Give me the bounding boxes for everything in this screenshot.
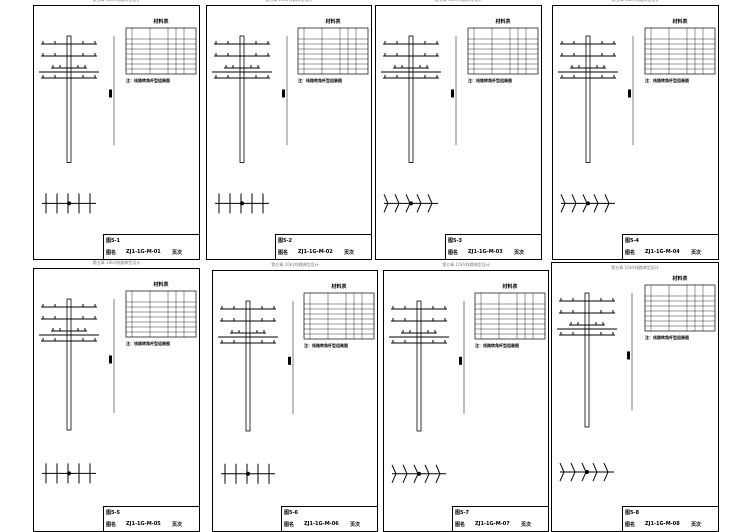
drawing-sheet: 第五章 10kV线路典型设计 材料表 注：线路转角杆型组装图 图5-6 图名 Z… [212, 262, 378, 532]
drawing-note: 注：线路转角杆型组装图 [475, 343, 519, 348]
sheet-header: 第五章 10kV线路典型设计 [92, 260, 141, 265]
page-label: 页次 [691, 522, 702, 528]
drawing-code: ZJ1-1G-M-03 [468, 249, 503, 255]
figure-name-label: 图名 [106, 250, 117, 256]
figure-name-label: 图名 [278, 250, 289, 256]
title-block: 图5-1 图名 ZJ1-1G-M-01 页次 [103, 234, 199, 259]
material-table-title: 材料表 [502, 284, 518, 290]
sheet-header: 第五章 10kV线路典型设计 [442, 262, 490, 267]
drawing-note: 注：线路转角杆型组装图 [126, 78, 170, 83]
drawing-code: ZJ1-1G-M-01 [126, 249, 161, 255]
figure-name-label: 图名 [455, 522, 466, 528]
pole-drawing [389, 292, 546, 484]
sheet-header: 第五章 10kV线路典型设计 [271, 262, 319, 267]
figure-name-label: 图名 [625, 522, 636, 528]
figure-number: 图5-5 [106, 510, 121, 516]
drawing-note: 注：线路转角杆型组装图 [298, 78, 342, 83]
drawing-sheet: 第五章 10kV线路典型设计 材料表 注：线路转角杆型组装图 图5-2 图名 Z… [206, 0, 372, 260]
material-table-title: 材料表 [672, 276, 688, 282]
drawing-code: ZJ1-1G-M-07 [475, 521, 510, 527]
drawing-note: 注：线路转角杆型组装图 [126, 341, 170, 346]
page-label: 页次 [514, 250, 525, 256]
page-label: 页次 [172, 250, 183, 256]
figure-name-label: 图名 [448, 250, 459, 256]
material-table-title: 材料表 [672, 19, 688, 25]
pole-drawing [218, 292, 375, 484]
drawing-note: 注：线路转角杆型组装图 [645, 78, 689, 83]
sheet-header: 第五章 10kV线路典型设计 [376, 0, 541, 3]
figure-number: 图5-7 [455, 510, 470, 516]
drawing-sheet: 第五章 10kV线路典型设计 材料表 注：线路转角杆型组装图 图5-4 图名 Z… [552, 0, 719, 260]
drawing-code: ZJ1-1G-M-02 [298, 249, 333, 255]
figure-number: 图5-3 [448, 238, 463, 244]
page-label: 页次 [172, 522, 183, 528]
title-block: 图5-5 图名 ZJ1-1G-M-05 页次 [103, 506, 199, 531]
pole-drawing [39, 27, 197, 214]
drawing-sheet: 第五章 10kV线路典型设计 材料表 注：线路转角杆型组装图 图5-3 图名 Z… [375, 0, 542, 260]
pole-drawing [381, 27, 539, 213]
figure-number: 图5-6 [284, 510, 299, 516]
pole-drawing [39, 290, 197, 484]
drawing-note: 注：线路转角杆型组装图 [304, 343, 348, 348]
sheet-header: 第五章 10kV线路典型设计 [207, 0, 371, 3]
title-block: 图5-4 图名 ZJ1-1G-M-04 页次 [622, 234, 718, 259]
material-table-title: 材料表 [325, 19, 341, 25]
figure-number: 图5-8 [625, 510, 640, 516]
material-table-title: 材料表 [495, 19, 511, 25]
drawing-code: ZJ1-1G-M-08 [645, 521, 680, 527]
drawing-note: 注：线路转角杆型组装图 [645, 335, 689, 340]
sheet-header: 第五章 10kV线路典型设计 [611, 265, 659, 270]
title-block: 图5-2 图名 ZJ1-1G-M-02 页次 [275, 234, 371, 259]
drawing-sheet: 第五章 10kV线路典型设计 材料表 注：线路转角杆型组装图 图5-5 图名 Z… [33, 260, 200, 532]
page-label: 页次 [350, 522, 361, 528]
material-table-title: 材料表 [153, 282, 169, 288]
page-label: 页次 [521, 522, 532, 528]
figure-number: 图5-1 [106, 238, 121, 244]
drawing-sheet: 第五章 10kV线路典型设计 材料表 注：线路转角杆型组装图 图5-1 图名 Z… [33, 0, 200, 260]
drawing-code: ZJ1-1G-M-06 [304, 521, 339, 527]
title-block: 图5-8 图名 ZJ1-1G-M-08 页次 [622, 506, 718, 531]
title-block: 图5-3 图名 ZJ1-1G-M-03 页次 [445, 234, 541, 259]
drawing-sheet: 第五章 10kV线路典型设计 材料表 注：线路转角杆型组装图 图5-7 图名 Z… [383, 262, 549, 532]
drawing-sheet: 第五章 10kV线路典型设计 材料表 注：线路转角杆型组装图 图5-8 图名 Z… [551, 262, 719, 532]
drawing-code: ZJ1-1G-M-04 [645, 249, 680, 255]
drawing-code: ZJ1-1G-M-05 [126, 521, 161, 527]
material-table-title: 材料表 [331, 284, 347, 290]
sheet-header: 第五章 10kV线路典型设计 [553, 0, 718, 3]
figure-name-label: 图名 [106, 522, 117, 528]
figure-name-label: 图名 [625, 250, 636, 256]
title-block: 图5-7 图名 ZJ1-1G-M-07 页次 [452, 506, 548, 531]
figure-number: 图5-2 [278, 238, 293, 244]
pole-drawing [558, 27, 716, 213]
figure-number: 图5-4 [625, 238, 640, 244]
figure-name-label: 图名 [284, 522, 295, 528]
pole-drawing [212, 27, 369, 214]
sheet-header: 第五章 10kV线路典型设计 [34, 0, 199, 3]
title-block: 图5-6 图名 ZJ1-1G-M-06 页次 [281, 506, 377, 531]
page-label: 页次 [344, 250, 355, 256]
material-table-title: 材料表 [153, 19, 169, 25]
pole-drawing [557, 284, 716, 482]
page-label: 页次 [691, 250, 702, 256]
drawing-note: 注：线路转角杆型组装图 [468, 78, 512, 83]
